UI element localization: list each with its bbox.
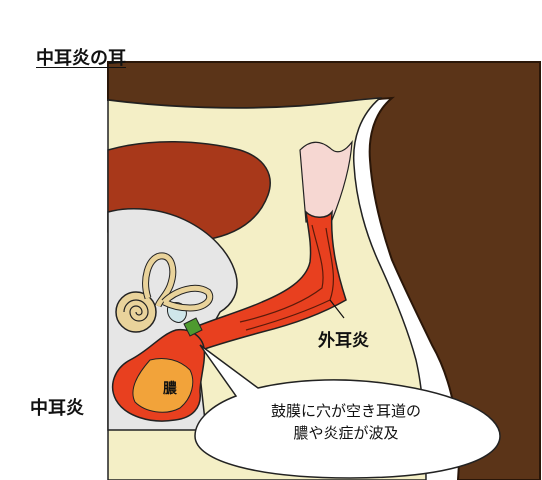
middle-ear-label: 中耳炎 xyxy=(30,398,84,419)
cochlea-icon xyxy=(115,291,157,333)
canal-inner-line-1 xyxy=(239,224,324,323)
canal-inner-line-2 xyxy=(245,227,335,331)
eardrum xyxy=(183,317,203,337)
callout-text: 鼓膜に穴が空き耳道の 膿や炎症が波及 xyxy=(196,400,496,444)
callout-line-2: 膿や炎症が波及 xyxy=(293,424,399,442)
external-ear-label: 外耳炎 xyxy=(318,331,369,351)
pus-label: 膿 xyxy=(163,381,177,397)
callout-line-1: 鼓膜に穴が空き耳道の xyxy=(270,402,421,420)
external-pointer xyxy=(329,299,345,319)
semicircular-canals-icon xyxy=(142,252,214,312)
ear-canal-inflamed xyxy=(187,209,347,353)
callout-bubble xyxy=(194,344,501,479)
ear-canal-upper xyxy=(299,140,353,223)
page-title: 中耳炎の耳 xyxy=(36,48,126,69)
pus xyxy=(132,357,194,413)
